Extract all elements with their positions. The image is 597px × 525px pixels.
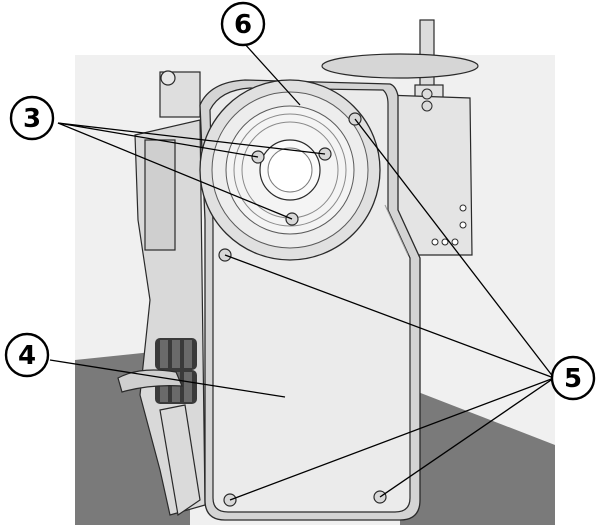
- leader-3: [57, 122, 293, 220]
- bracket-hole: [441, 238, 449, 246]
- callout-label: 6: [234, 10, 252, 40]
- callout-5: 5: [550, 355, 596, 401]
- dial-upper: [155, 338, 197, 370]
- leader-5: [354, 118, 555, 379]
- lower-arm: [159, 404, 201, 517]
- reverse-lever: [117, 369, 183, 393]
- handwheel: [199, 79, 381, 261]
- bracket-hole: [451, 238, 459, 246]
- left-mechanism: [117, 70, 206, 517]
- handwheel-groove: [233, 113, 347, 227]
- bracket-bolt: [421, 100, 433, 112]
- callout-label: 3: [23, 104, 41, 134]
- callout-3: 3: [9, 95, 55, 141]
- leader-3: [57, 122, 259, 158]
- bracket-hole: [431, 238, 439, 246]
- leader-3: [57, 122, 326, 155]
- leader-5: [229, 377, 555, 501]
- leader-6: [242, 41, 301, 106]
- callout-label: 5: [564, 364, 582, 394]
- bracket-hole: [459, 221, 467, 229]
- linkage-knob: [160, 70, 176, 86]
- cover-crease: [384, 204, 409, 256]
- leader-5: [379, 377, 555, 498]
- callout-ring: [4, 332, 50, 378]
- bracket-bolt: [421, 88, 433, 100]
- floor-shadow-right: [400, 385, 555, 525]
- leader-5: [224, 254, 555, 379]
- callout-ring: [220, 1, 266, 47]
- mechanism-block: [144, 139, 176, 251]
- stand-disc: [321, 53, 479, 79]
- leader-4: [49, 359, 286, 398]
- callout-6: 6: [220, 1, 266, 47]
- callout-4: 4: [4, 332, 50, 378]
- bracket-hole: [459, 204, 467, 212]
- callout-label: 4: [18, 341, 36, 371]
- callout-ring: [550, 355, 596, 401]
- callout-ring: [9, 95, 55, 141]
- handwheel-hub-inner: [267, 147, 313, 193]
- leader-lines: [49, 41, 555, 501]
